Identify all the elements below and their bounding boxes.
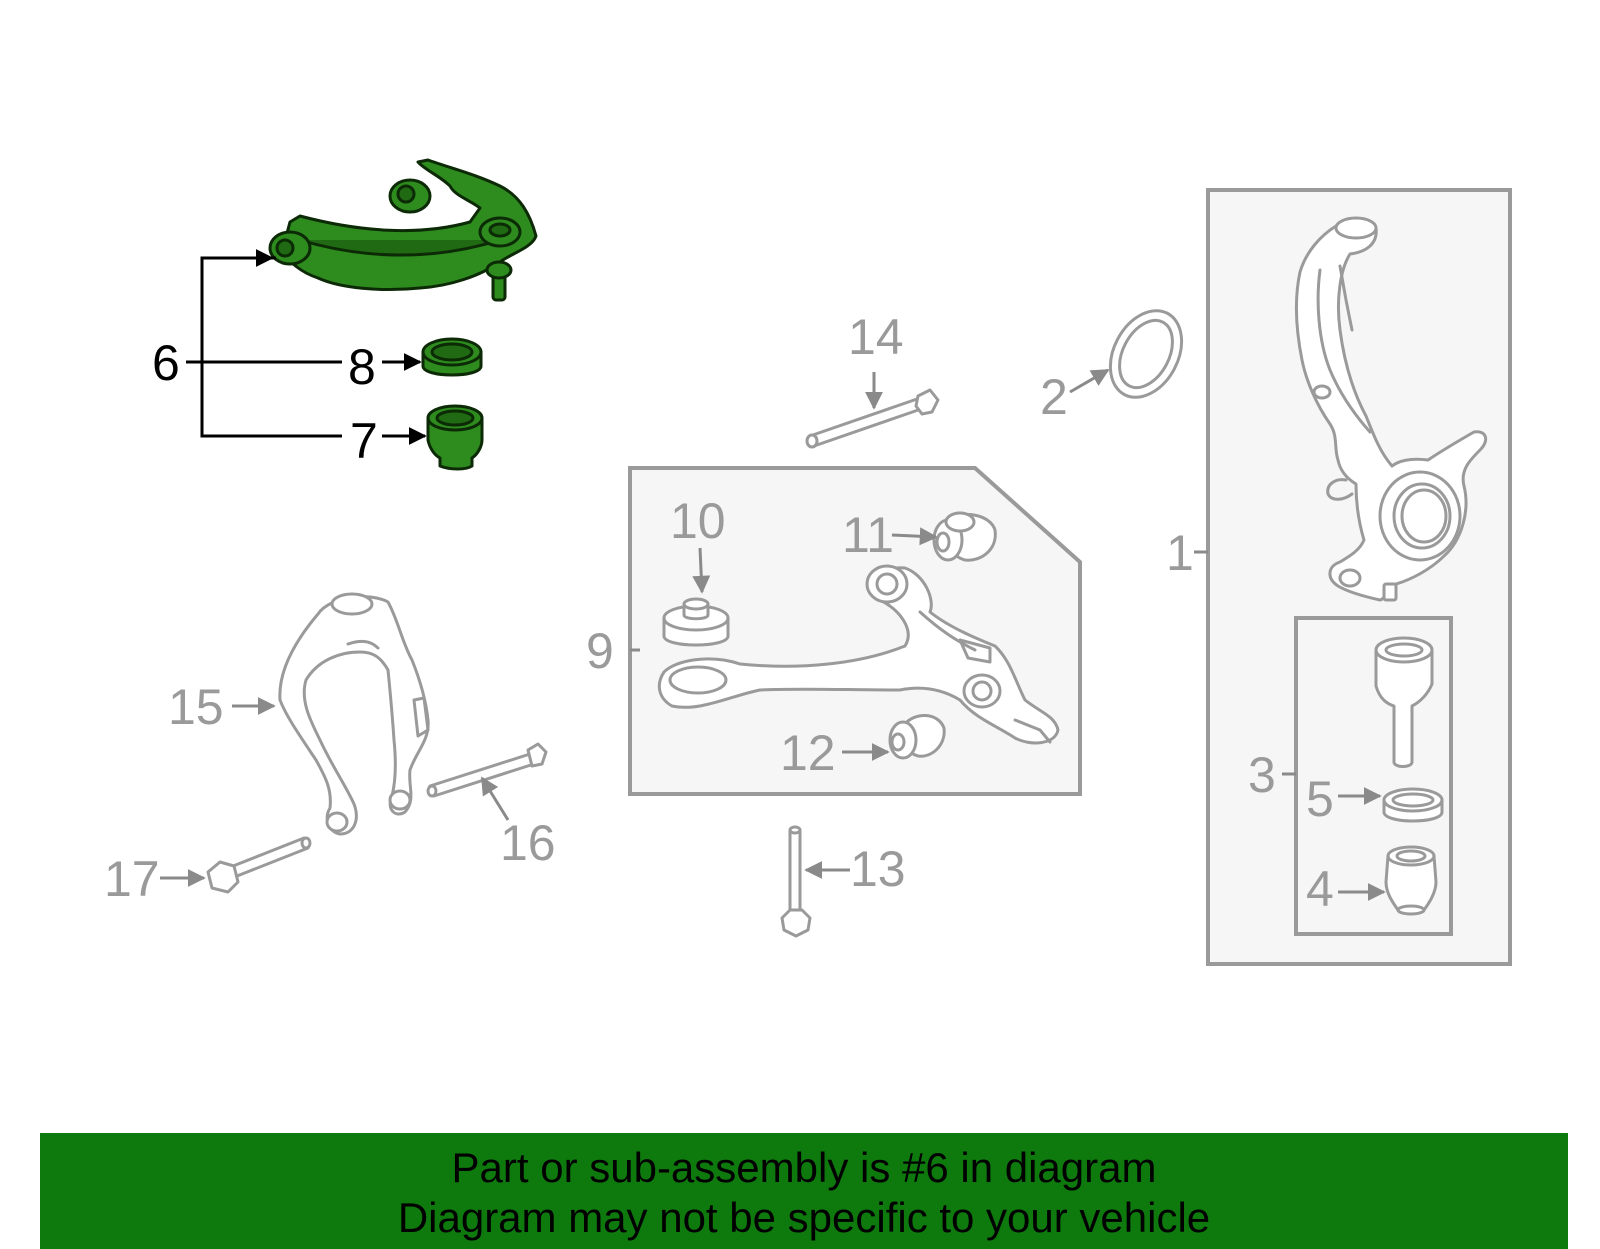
bushing-10[interactable] (662, 597, 730, 647)
bushing-7[interactable] (426, 404, 484, 471)
callout-9[interactable]: 9 (586, 623, 614, 679)
callout-17[interactable]: 17 (104, 851, 160, 907)
callout-7[interactable]: 7 (350, 413, 378, 469)
callout-14[interactable]: 14 (848, 309, 904, 365)
callout-5[interactable]: 5 (1306, 771, 1334, 827)
footer-banner: Part or sub-assembly is #6 in diagram Di… (40, 1133, 1568, 1249)
footer-line-1: Part or sub-assembly is #6 in diagram (451, 1144, 1157, 1191)
bolt-16[interactable] (426, 742, 548, 798)
callout-1[interactable]: 1 (1166, 525, 1194, 581)
ring-5[interactable] (1382, 787, 1444, 823)
parts-diagram: 6 8 7 9 10 11 12 (104, 158, 1512, 966)
bolt-14[interactable] (805, 388, 940, 449)
bushing-8[interactable] (421, 337, 483, 377)
callout-4[interactable]: 4 (1306, 861, 1334, 917)
callout-15[interactable]: 15 (168, 679, 224, 735)
upper-control-arm[interactable] (268, 158, 538, 302)
callout-13[interactable]: 13 (850, 841, 906, 897)
callout-16[interactable]: 16 (500, 815, 556, 871)
ball-joint[interactable] (1374, 636, 1434, 768)
callout-8[interactable]: 8 (348, 339, 376, 395)
bushing-11[interactable] (932, 511, 997, 562)
boot-4[interactable] (1384, 845, 1438, 916)
group-6-bracket (186, 249, 427, 445)
bushing-12[interactable] (888, 714, 946, 760)
lower-control-arm[interactable] (657, 564, 1060, 745)
steering-knuckle[interactable] (1294, 216, 1488, 602)
callout-3[interactable]: 3 (1248, 747, 1276, 803)
knuckle-15[interactable] (278, 592, 430, 836)
footer-line-2: Diagram may not be specific to your vehi… (397, 1194, 1211, 1241)
callout-2[interactable]: 2 (1040, 369, 1068, 425)
callout-6[interactable]: 6 (152, 335, 180, 391)
callout-12[interactable]: 12 (780, 725, 836, 781)
dust-seal-2[interactable] (1096, 298, 1196, 409)
bolt-13[interactable] (780, 825, 812, 938)
bolt-17[interactable] (206, 836, 312, 894)
callout-10[interactable]: 10 (670, 493, 726, 549)
callout-11[interactable]: 11 (842, 507, 894, 563)
